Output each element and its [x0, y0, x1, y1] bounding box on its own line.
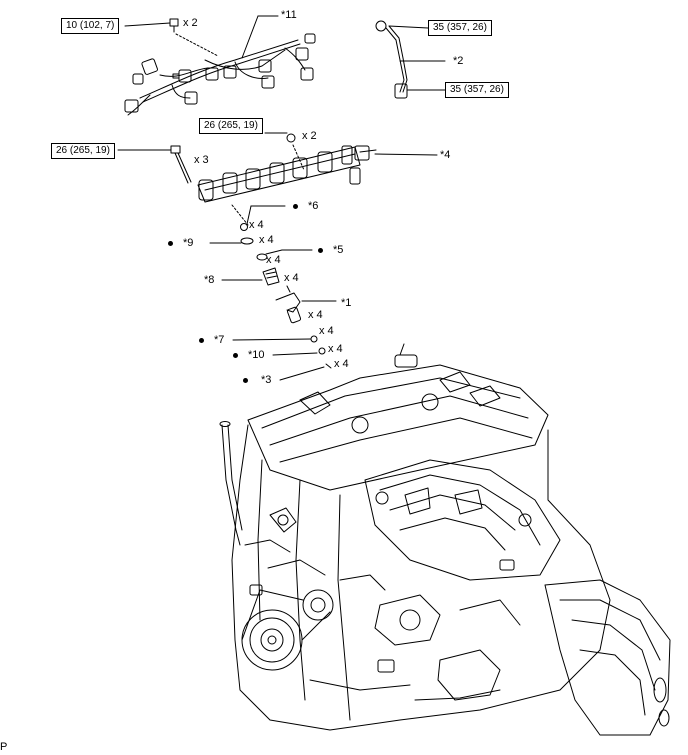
quantity-label: x 4 [266, 254, 281, 266]
callout-label: *1 [341, 297, 352, 309]
torque-spec-box: 35 (357, 26) [445, 82, 509, 98]
callout-label: *4 [440, 149, 451, 161]
bullet-mark [233, 353, 238, 358]
callout-label: *2 [453, 55, 464, 67]
quantity-label: x 2 [302, 130, 317, 142]
rail-bolt-short [286, 133, 296, 143]
quantity-label: x 3 [194, 154, 209, 166]
quantity-label: x 4 [249, 219, 264, 231]
callout-label: *7 [214, 334, 225, 346]
quantity-label: x 4 [308, 309, 323, 321]
quantity-label: x 4 [259, 234, 274, 246]
callout-label: *3 [261, 374, 272, 386]
engine-assembly [219, 343, 671, 736]
harness-bolt [169, 18, 179, 33]
callout-label: *8 [204, 274, 215, 286]
bullet-mark [243, 378, 248, 383]
corner-mark: P [0, 741, 8, 753]
torque-spec-box: 26 (265, 19) [199, 118, 263, 134]
quantity-label: x 4 [319, 325, 334, 337]
fuel-delivery-pipe [197, 145, 377, 203]
callout-label: *9 [183, 237, 194, 249]
rail-bolt-long [170, 145, 192, 184]
quantity-label: x 2 [183, 17, 198, 29]
callout-label: *11 [281, 9, 297, 21]
fuel-pipe [375, 20, 408, 99]
bullet-mark [199, 338, 204, 343]
quantity-label: x 4 [284, 272, 299, 284]
bullet-mark [168, 241, 173, 246]
torque-spec-box: 35 (357, 26) [428, 20, 492, 36]
quantity-label: x 4 [334, 358, 349, 370]
small-parts [240, 223, 332, 369]
bullet-mark [318, 248, 323, 253]
callout-label: *6 [308, 200, 319, 212]
torque-spec-box: 10 (102, 7) [61, 18, 120, 34]
torque-spec-box: 26 (265, 19) [51, 143, 115, 159]
quantity-label: x 4 [328, 343, 343, 355]
wire-harness [124, 33, 316, 116]
leader-lines [117, 15, 446, 381]
callout-label: *10 [248, 349, 265, 361]
callout-label: *5 [333, 244, 344, 256]
bullet-mark [293, 204, 298, 209]
